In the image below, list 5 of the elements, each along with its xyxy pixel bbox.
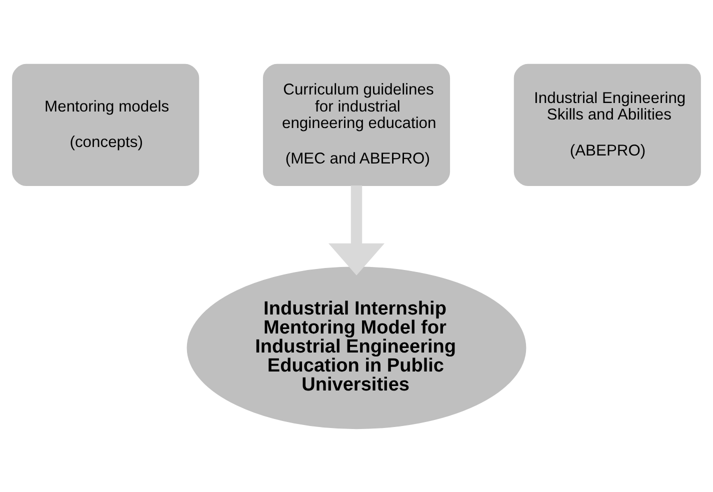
node-ellipse: Industrial Internship Mentoring Model for Industrial Engineering Education in Public Universities [186,266,526,429]
arrow [328,185,385,275]
node-box: Industrial Engineering Skills and Abilities (ABEPRO) [514,63,701,186]
node-box: Mentoring models (concepts) [12,63,200,186]
node-box: Curriculum guidelines for industrial engineering education (MEC and ABEPRO) [262,63,450,186]
